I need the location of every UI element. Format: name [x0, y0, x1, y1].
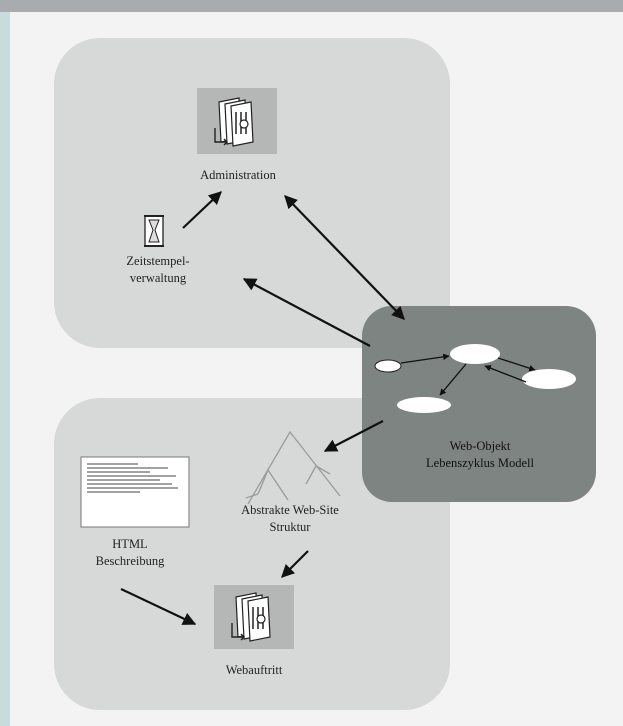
hourglass-icon	[143, 214, 165, 248]
abstract-site-structure-line1: Abstrakte Web-Site	[241, 503, 339, 517]
top-border	[0, 0, 623, 12]
state-transition	[400, 353, 450, 364]
tree-structure-icon	[230, 426, 350, 508]
state-node-initial	[374, 359, 402, 373]
html-description-line2: Beschreibung	[95, 554, 165, 568]
arrow-timestamp-to-administration	[182, 191, 222, 229]
server-stack-icon	[214, 585, 294, 649]
lifecycle-model-label: Web-Objekt Lebenszyklus Modell	[392, 438, 568, 472]
html-description-line1: HTML	[112, 537, 148, 551]
lifecycle-model-line2: Lebenszyklus Modell	[426, 456, 534, 470]
state-node-revised	[522, 369, 576, 389]
arrow-model-to-timestamp	[242, 278, 371, 347]
timestamp-management-line1: Zeitstempel-	[126, 254, 190, 268]
server-stack-icon	[197, 88, 277, 154]
state-transition	[484, 365, 527, 383]
arrow-model-to-structure	[323, 420, 384, 452]
arrow-html-to-web-presence	[120, 588, 197, 625]
lifecycle-state-graph	[374, 344, 576, 413]
administration-label: Administration	[200, 168, 276, 182]
html-document-icon	[80, 456, 190, 528]
arrow-structure-to-web-presence	[281, 550, 309, 578]
arrow-model-administration	[284, 195, 405, 320]
timestamp-management-line2: verwaltung	[129, 271, 187, 285]
timestamp-management-label: Zeitstempel- verwaltung	[108, 253, 208, 287]
abstract-site-structure-line2: Struktur	[269, 520, 311, 534]
state-node-archived	[397, 397, 451, 413]
lifecycle-model-line1: Web-Objekt	[449, 439, 511, 453]
state-transition	[497, 357, 536, 372]
left-border	[0, 12, 10, 726]
web-presence-label: Webauftritt	[225, 663, 283, 677]
abstract-site-structure-label: Abstrakte Web-Site Struktur	[200, 502, 380, 536]
state-transition	[439, 363, 467, 396]
state-node-active	[450, 344, 500, 364]
html-description-label: HTML Beschreibung	[70, 536, 190, 570]
